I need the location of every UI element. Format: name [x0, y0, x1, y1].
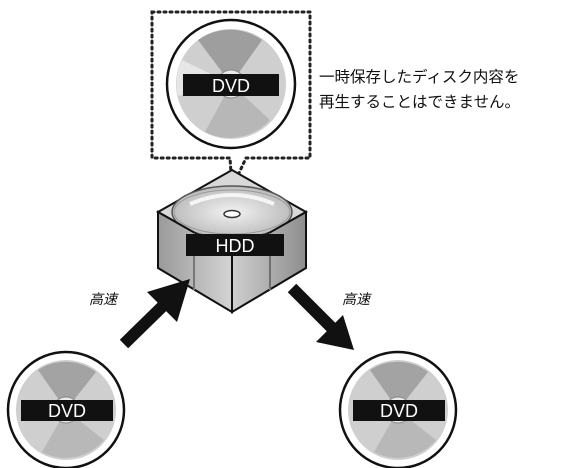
arrow-down-right	[287, 283, 354, 350]
top-dvd-disc: DVD	[165, 18, 297, 150]
hdd-label: HDD	[216, 236, 255, 256]
note-line-1: 一時保存したディスク内容を	[319, 67, 519, 86]
right-dvd-disc: DVD	[338, 350, 458, 468]
arrow-up-right	[119, 279, 190, 349]
hdd-box: HDD	[155, 168, 309, 314]
top-dvd-label: DVD	[212, 76, 250, 96]
speed-label-up: 高速	[89, 292, 119, 308]
speed-label-down: 高速	[342, 292, 372, 308]
right-dvd-label: DVD	[380, 401, 418, 421]
note-line-2: 再生することはできません。	[319, 93, 520, 111]
left-dvd-label: DVD	[48, 401, 86, 421]
left-dvd-disc: DVD	[6, 350, 126, 468]
